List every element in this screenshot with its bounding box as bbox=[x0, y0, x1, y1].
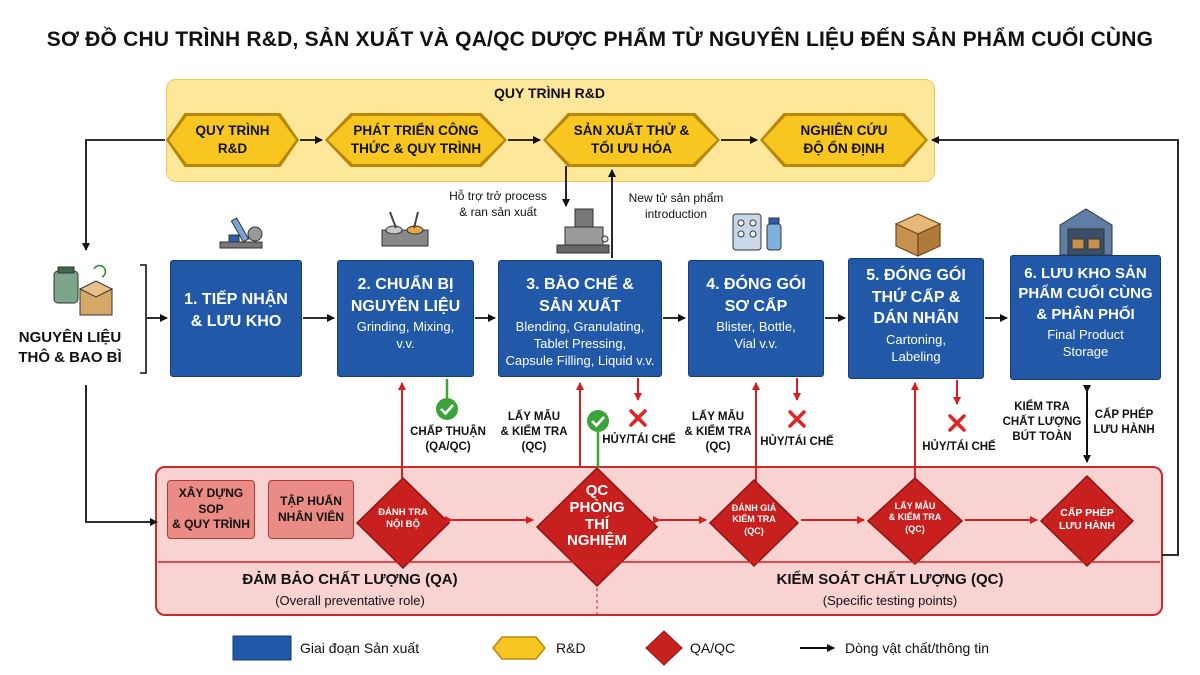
box-icon bbox=[894, 213, 942, 257]
qa-box-sop[interactable]: XÂY DỰNG SOP & QUY TRÌNH bbox=[167, 480, 255, 539]
diamond-audit-label[interactable]: ĐÁNH TRA NỘI BỘ bbox=[378, 507, 428, 530]
destroy-label-3: HỦY/TÁI CHẾ bbox=[922, 441, 996, 453]
rd-step-process[interactable]: QUY TRÌNH R&D bbox=[166, 113, 299, 167]
legend-rd-label: R&D bbox=[556, 640, 586, 656]
qc-up-arrows bbox=[398, 382, 919, 505]
reject-x-icon bbox=[629, 409, 966, 432]
diamond-sample bbox=[866, 476, 964, 566]
stage-2-preparation[interactable]: 2. CHUẨN BỊ NGUYÊN LIỆU Grinding, Mixing… bbox=[337, 260, 474, 377]
legend-production-swatch bbox=[232, 635, 292, 661]
rd-step-formulation[interactable]: PHÁT TRIỂN CÔNG THỨC & QUY TRÌNH bbox=[325, 113, 507, 167]
approve-check-icon-2 bbox=[587, 410, 609, 432]
blister-vial-icon bbox=[732, 213, 782, 251]
approve-lines bbox=[445, 379, 600, 468]
diamond-assess-label[interactable]: ĐÁNH GIÁ KIỂM TRA (QC) bbox=[731, 503, 777, 536]
stage-3-manufacturing[interactable]: 3. BÀO CHẾ & SẢN XUẤT Blending, Granulat… bbox=[498, 260, 662, 377]
sample-label-2: LẤY MẪU & KIỂM TRA (QC) bbox=[684, 411, 752, 453]
page-title: SƠ ĐỒ CHU TRÌNH R&D, SẢN XUẤT VÀ QA/QC D… bbox=[46, 28, 1154, 51]
tablet-press-icon bbox=[556, 208, 610, 254]
reject-arrows bbox=[634, 378, 961, 405]
stage-4-primary-packaging[interactable]: 4. ĐÓNG GÓI SƠ CẤP Blister, Bottle, Vial… bbox=[688, 260, 824, 377]
legend-qaqc-swatch bbox=[645, 630, 683, 666]
raw-material-bracket bbox=[140, 264, 147, 374]
destroy-label-1: HỦY/TÁI CHẾ bbox=[602, 434, 676, 446]
arrow-feedback bbox=[931, 136, 1179, 556]
microscope-icon bbox=[219, 217, 263, 249]
legend-flow-label: Dòng vật chất/thông tin bbox=[845, 640, 989, 656]
qa-box-training[interactable]: TẬP HUẤN NHÂN VIÊN bbox=[268, 480, 354, 539]
stage-5-secondary-packaging[interactable]: 5. ĐÓNG GÓI THỨ CẤP & DÁN NHÃN Cartoning… bbox=[848, 258, 984, 379]
rd-band-title: QUY TRÌNH R&D bbox=[494, 85, 605, 101]
mixing-icon bbox=[381, 211, 429, 247]
new-product-note: New tử sản phẩm introduction bbox=[628, 191, 724, 222]
final-check-label: KIỂM TRA CHẤT LƯỢNG BÚT TOÀN bbox=[1002, 401, 1082, 443]
diamond-license bbox=[1039, 474, 1135, 568]
diamond-audit bbox=[355, 476, 451, 570]
approve-check-icon bbox=[436, 398, 458, 420]
stage-6-final-storage[interactable]: 6. LƯU KHO SẢN PHẨM CUỐI CÙNG & PHÂN PHỐ… bbox=[1010, 255, 1161, 380]
diamond-sample-label[interactable]: LẤY MẪU & KIỂM TRA (QC) bbox=[888, 501, 942, 534]
raw-material-label: NGUYÊN LIỆU THÔ & BAO BÌ bbox=[18, 329, 122, 367]
diamond-license-label[interactable]: CẤP PHÉP LƯU HÀNH bbox=[1059, 507, 1115, 533]
approve-label: CHẤP THUẬN (QA/QC) bbox=[410, 426, 486, 453]
arrow-raw-to-qa bbox=[85, 385, 158, 526]
rd-arrows bbox=[82, 136, 1179, 556]
arrow-rd-to-raw bbox=[82, 139, 165, 251]
legend-qaqc-label: QA/QC bbox=[690, 640, 736, 656]
diamond-lab bbox=[535, 466, 659, 588]
rd-step-pilot[interactable]: SẢN XUẤT THỬ & TỐI ƯU HÓA bbox=[543, 113, 720, 167]
destroy-label-2: HỦY/TÁI CHẾ bbox=[760, 436, 834, 448]
diamond-assess bbox=[708, 478, 800, 568]
license-side-label: CẤP PHÉP LƯU HÀNH bbox=[1093, 409, 1155, 436]
qa-subtitle: (Overall preventative role) bbox=[275, 593, 425, 608]
stage-1-receiving[interactable]: 1. TIẾP NHẬN & LƯU KHO bbox=[170, 260, 302, 377]
legend-rd-swatch bbox=[492, 636, 546, 660]
qa-title: ĐẢM BẢO CHẤT LƯỢNG (QA) bbox=[242, 571, 458, 588]
legend-production-label: Giai đoạn Sản xuất bbox=[300, 640, 420, 656]
warehouse-icon bbox=[1059, 208, 1113, 256]
diamond-lab-label[interactable]: QC PHÒNG THÍ NGHIỆM bbox=[567, 482, 627, 550]
raw-materials-icon bbox=[53, 264, 114, 316]
qc-subtitle: (Specific testing points) bbox=[822, 593, 958, 608]
sample-label-1: LẤY MẪU & KIỂM TRA (QC) bbox=[500, 411, 568, 453]
qc-title: KIỂM SOÁT CHẤT LƯỢNG (QC) bbox=[776, 571, 1004, 588]
rd-step-stability[interactable]: NGHIÊN CỨU ĐỘ ỔN ĐỊNH bbox=[760, 113, 928, 167]
support-note: Hỗ trợ trở process & ran sản xuất bbox=[449, 189, 547, 220]
